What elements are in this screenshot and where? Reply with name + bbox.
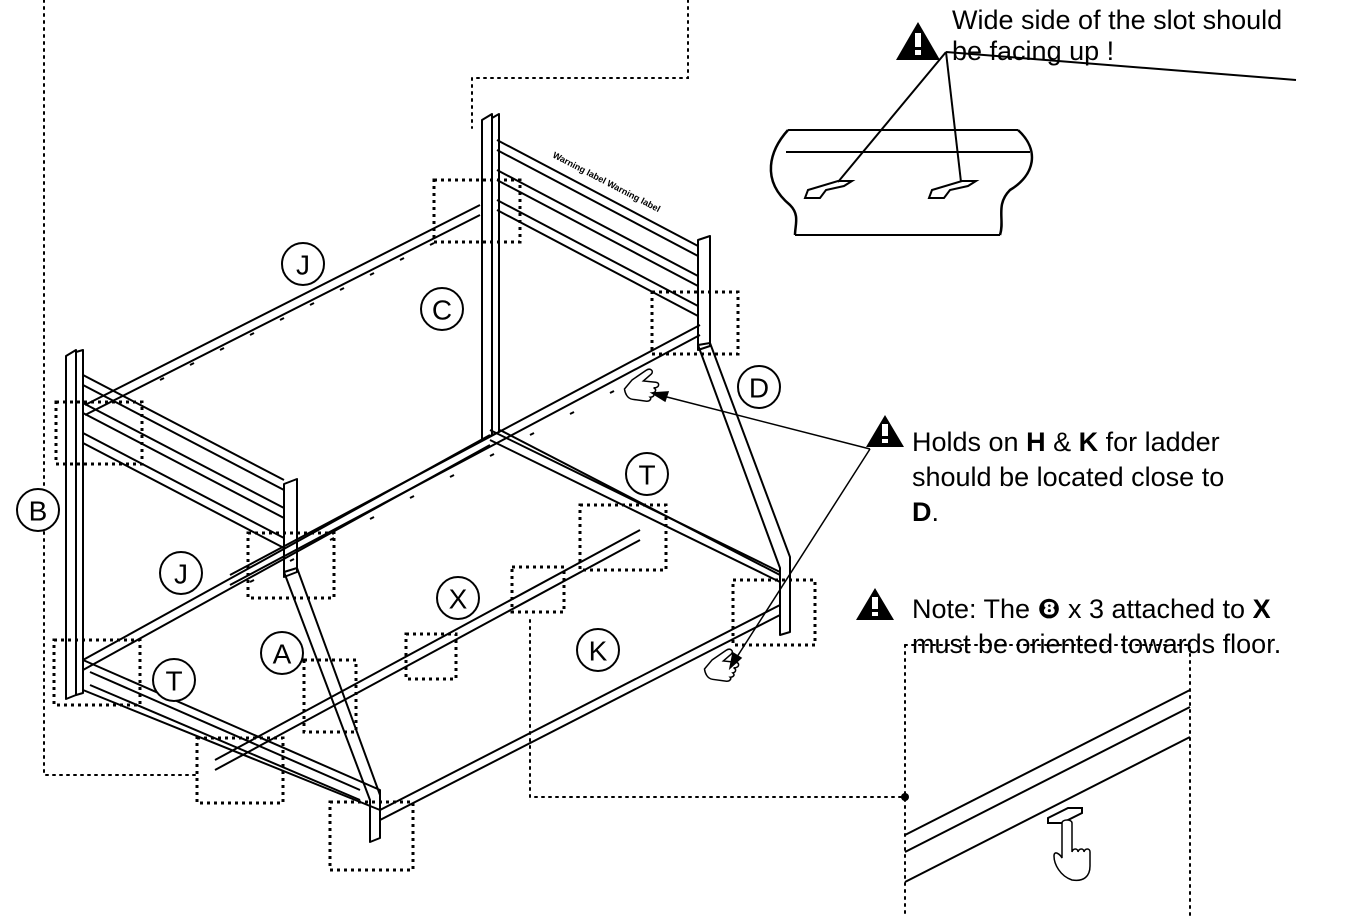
joint-boxes [52,178,817,872]
floor-note: Note: The ❽ x 3 attached to X must be or… [912,592,1281,662]
part-label-t-left: T [152,658,196,702]
slot-detail [769,51,1297,236]
leader-lines [43,0,1191,918]
pointing-hand-icon [621,362,664,407]
svg-text:J: J [174,559,188,590]
part-label-k: K [576,628,620,672]
part-label-j-upper: J [281,242,325,286]
warning-triangle-icon [856,588,894,620]
holds-note-line-2: should be located close to [912,462,1225,492]
pointing-hand-icon [701,642,744,687]
warning-triangle-icon [866,415,904,447]
svg-text:C: C [432,295,452,326]
bunk-bed-frame [65,113,791,843]
slot-note-line-2: be facing up ! [952,36,1115,66]
svg-text:X: X [449,584,468,615]
svg-text:B: B [29,496,48,527]
floor-note-line-2: must be oriented towards floor. [912,629,1282,659]
svg-text:J: J [296,250,310,281]
holds-arrows [649,391,871,671]
headboard-stamp: Warning label Warning label [551,150,662,214]
rail-slots [159,242,615,583]
slot-note-line-1: Wide side of the slot should [952,5,1283,35]
holds-note-line-3: D. [912,497,940,527]
svg-text:K: K [589,636,608,667]
part-label-c: C [420,287,464,331]
holds-note: Holds on H & K for ladder should be loca… [912,425,1224,530]
floor-detail [904,689,1191,883]
part-label-x: X [436,576,480,620]
pointing-hand-icon [1053,819,1091,882]
hardware-8-icon: ❽ [1037,594,1061,625]
svg-text:A: A [273,639,292,670]
part-label-a: A [260,631,304,675]
part-label-t-right: T [625,452,669,496]
slot-note: Wide side of the slot should be facing u… [952,5,1282,67]
floor-note-line-1: Note: The ❽ x 3 attached to X [912,594,1271,625]
holds-note-line-1: Holds on H & K for ladder [912,427,1220,457]
leader-dot [901,793,909,801]
part-labels: J C D B T J X A T K [16,242,781,702]
part-label-b: B [16,488,60,532]
svg-text:T: T [638,460,655,491]
part-label-d: D [737,365,781,409]
svg-text:D: D [749,373,769,404]
part-label-j-lower: J [159,551,203,595]
svg-text:T: T [165,666,182,697]
warning-triangle-icon [896,22,940,60]
